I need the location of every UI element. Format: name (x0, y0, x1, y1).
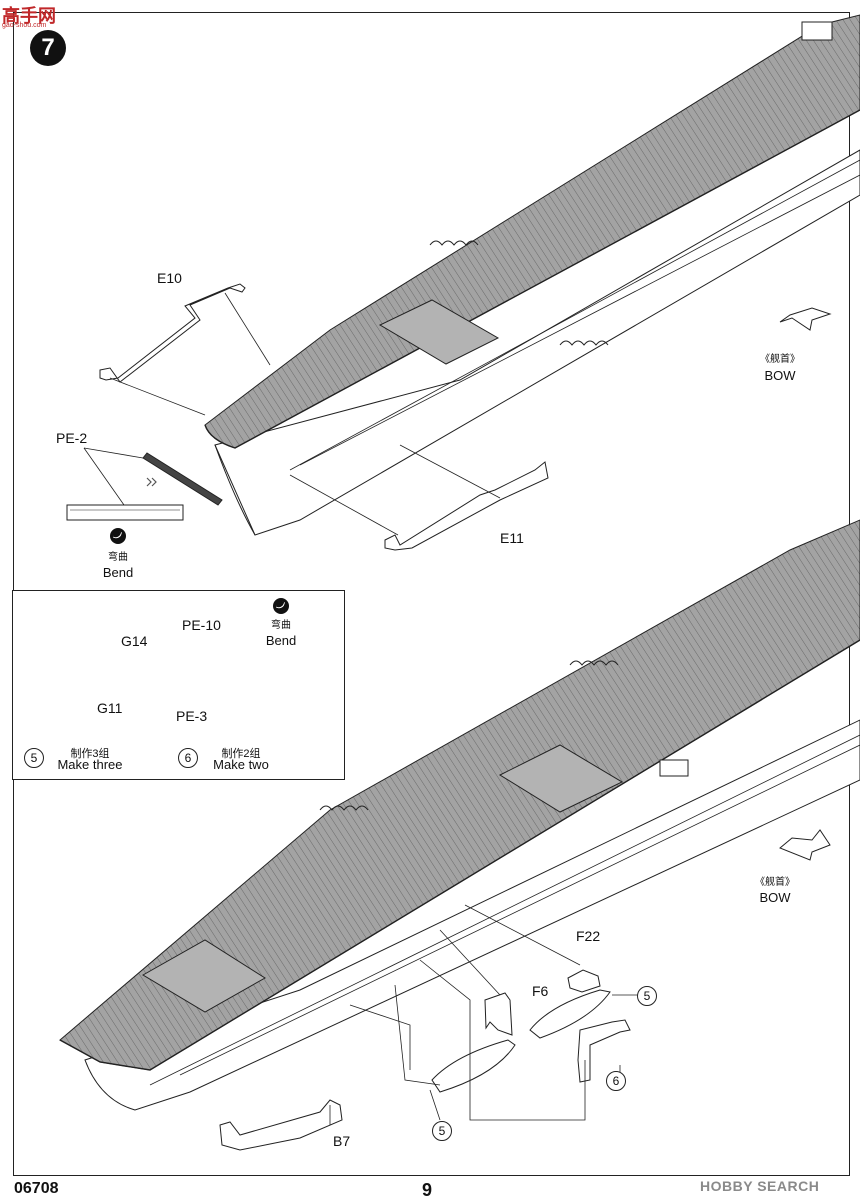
step-number-badge: 7 (30, 30, 66, 66)
bow-arrow-bottom (779, 829, 831, 861)
site-logo: 高手网 (2, 6, 56, 27)
part-pe2 (66, 452, 223, 521)
inset-bend-en: Bend (265, 633, 297, 648)
part-f6 (484, 992, 513, 1036)
bend-label-cn: 弯曲 (108, 552, 128, 563)
bend-icon (110, 528, 126, 544)
label-e11: E11 (500, 530, 524, 546)
inset-bend-icon (273, 598, 289, 614)
boat-right (529, 989, 611, 1039)
bow-label-cn-bottom: 《舰首》 (755, 877, 795, 888)
product-code: 06708 (14, 1180, 59, 1197)
inset-bend-cn: 弯曲 (271, 620, 291, 631)
inset-step5-cn: 制作3组 (70, 748, 110, 760)
label-f6: F6 (532, 983, 549, 999)
bow-label-cn-top: 《舰首》 (760, 354, 800, 365)
bottom-ship (59, 519, 860, 1111)
boat-bottom (431, 1039, 516, 1093)
part-f22 (567, 969, 601, 993)
callout-step5-bottom: 5 (432, 1121, 452, 1141)
inset-step5-number: 5 (24, 748, 44, 768)
top-ship (204, 14, 860, 536)
inset-step6-en: Make two (213, 757, 269, 772)
label-f22: F22 (576, 928, 601, 944)
inset-step6-number: 6 (178, 748, 198, 768)
inset-step6-cn: 制作2组 (221, 748, 261, 760)
callout-step6: 6 (606, 1071, 626, 1091)
page-number: 9 (422, 1180, 433, 1200)
label-pe2: PE-2 (56, 430, 88, 446)
label-g14: G14 (121, 633, 148, 649)
label-e10: E10 (157, 270, 182, 286)
label-g11: G11 (97, 700, 123, 716)
part-e11 (384, 461, 549, 551)
sub-assembly-inset (12, 590, 345, 780)
part-b7 (219, 1099, 343, 1151)
bow-label-en-bottom: BOW (759, 890, 791, 905)
bow-label-en-top: BOW (764, 368, 796, 383)
bend-label-en: Bend (102, 565, 134, 580)
bow-arrow-top (779, 307, 832, 331)
part-e10 (99, 283, 246, 383)
site-logo-url: gao-shou.com (2, 22, 47, 29)
inset-step5-en: Make three (57, 757, 123, 772)
label-pe3: PE-3 (176, 708, 208, 724)
label-pe10: PE-10 (182, 617, 221, 633)
hobby-search-watermark: HOBBY SEARCH (700, 1178, 820, 1194)
callout-step5-right: 5 (637, 986, 657, 1006)
label-b7: B7 (333, 1133, 351, 1149)
